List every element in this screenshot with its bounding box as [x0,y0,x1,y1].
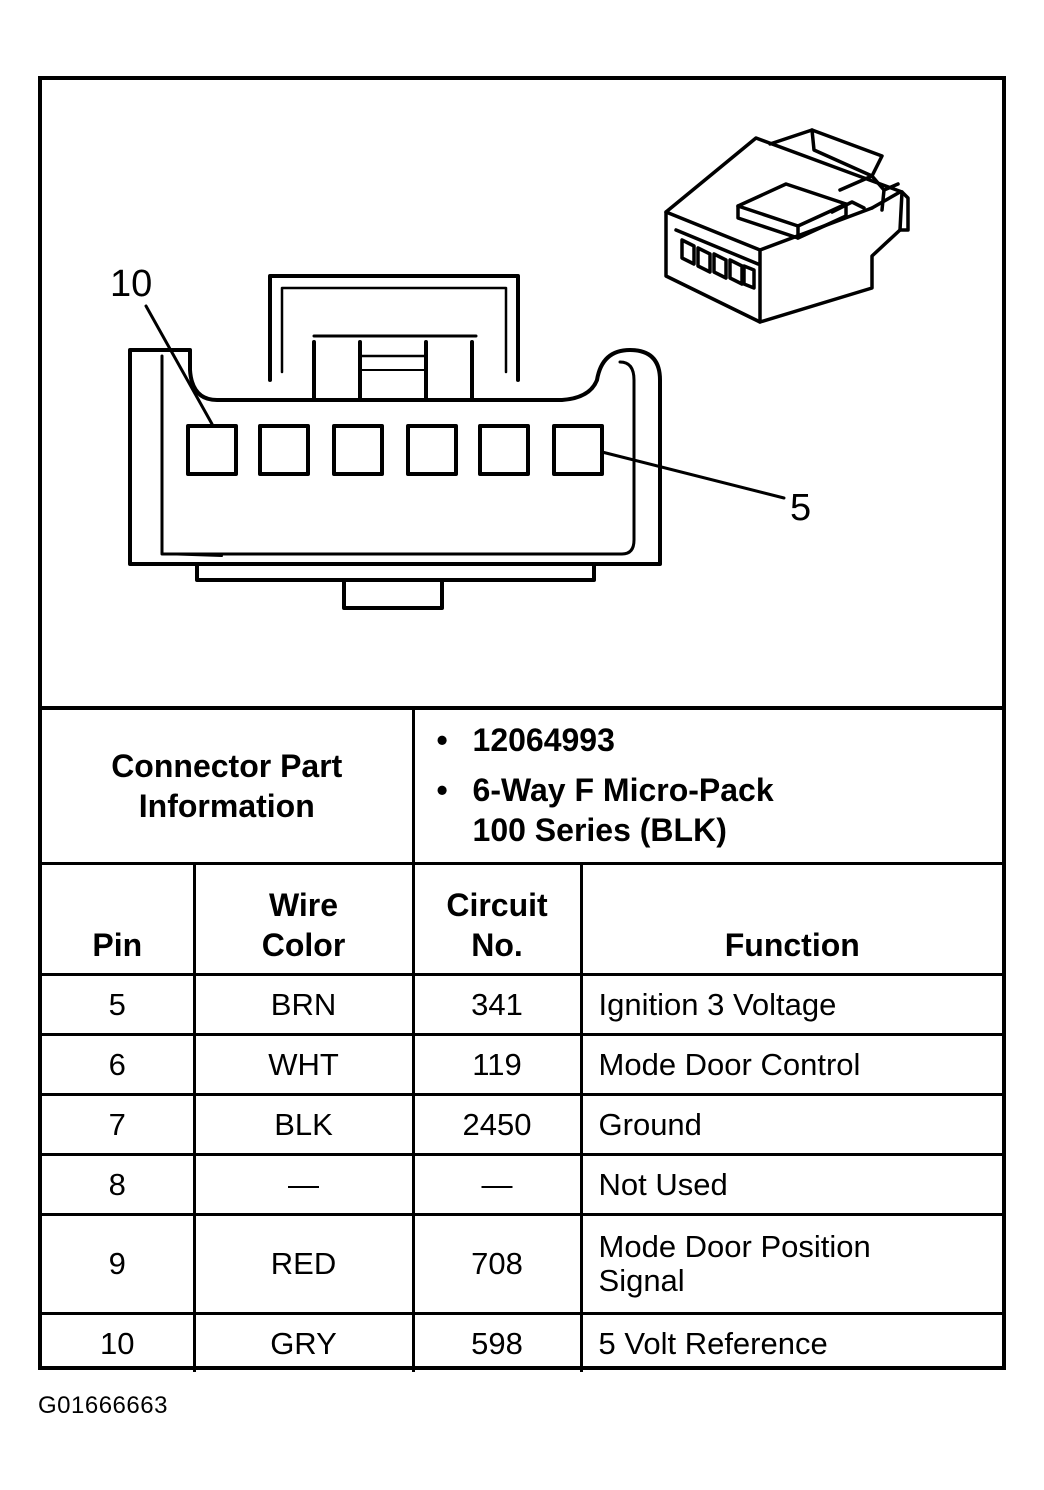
function-text: Not Used [598,1166,728,1202]
function-text: Ground [598,1106,702,1142]
cell-circuit-no: 598 [411,1312,583,1372]
cell-pin: 7 [42,1093,196,1156]
cell-wire-color: BRN [192,973,415,1036]
cell-wire-color: WHT [192,1033,415,1096]
pin-table-header: Pin Wire Color Circuit No. Function [42,862,1003,976]
cell-circuit-no: 341 [411,973,583,1036]
cell-circuit-no: 708 [411,1213,583,1315]
cell-wire-color: BLK [192,1093,415,1156]
cell-wire-color: GRY [192,1312,415,1372]
cell-wire-color: — [192,1153,415,1216]
connector-info-item: 6-Way F Micro-Pack 100 Series (BLK) [437,770,1003,850]
pin-label-left: 10 [110,263,152,305]
cell-function: Ignition 3 Voltage [579,973,1003,1036]
cell-pin: 8 [42,1153,196,1216]
table-row: 6 WHT 119 Mode Door Control [42,1033,1003,1096]
figure-code: G01666663 [38,1392,168,1419]
table-row: 9 RED 708 Mode Door Position Signal [42,1213,1003,1315]
connector-face-drawing: 10 5 [110,128,910,610]
cell-function: Ground [579,1093,1003,1156]
cell-pin: 10 [42,1312,196,1372]
table-row: 7 BLK 2450 Ground [42,1093,1003,1156]
cell-function: 5 Volt Reference [579,1312,1003,1372]
cell-function: Mode Door Position Signal [579,1213,1003,1315]
cell-wire-color: RED [192,1213,415,1315]
table-row: 10 GRY 598 5 Volt Reference [42,1312,1003,1372]
diagram-frame: 10 5 Connector Part Information 12064993… [38,76,1006,1372]
connector-info-label: Connector Part Information [111,748,343,824]
connector-info-list: 12064993 6-Way F Micro-Pack 100 Series (… [415,720,1003,850]
header-wire-color: Wire Color [192,862,415,976]
connector-info-row: Connector Part Information 12064993 6-Wa… [42,706,1003,865]
connector-description: 6-Way F Micro-Pack 100 Series (BLK) [472,772,774,848]
cell-pin: 5 [42,973,196,1036]
function-text: Mode Door Position Signal [598,1229,871,1298]
connector-info-value-cell: 12064993 6-Way F Micro-Pack 100 Series (… [411,706,1003,865]
cell-function: Not Used [579,1153,1003,1216]
pin-label-right: 5 [790,487,811,529]
connector-info-item: 12064993 [437,720,1003,760]
connector-info-label-cell: Connector Part Information [42,706,415,865]
part-number: 12064993 [472,722,615,758]
table-row: 5 BRN 341 Ignition 3 Voltage [42,973,1003,1036]
function-text: Ignition 3 Voltage [598,986,837,1022]
header-circuit-no: Circuit No. [411,862,583,976]
cell-circuit-no: 2450 [411,1093,583,1156]
connector-diagram: 10 5 [42,80,1002,706]
function-text: Mode Door Control [598,1046,861,1082]
header-pin: Pin [42,862,196,976]
header-function: Function [579,862,1003,976]
cell-circuit-no: 119 [411,1033,583,1096]
cell-pin: 6 [42,1033,196,1096]
table-row: 8 — — Not Used [42,1153,1003,1216]
function-text: 5 Volt Reference [598,1325,828,1361]
cell-pin: 9 [42,1213,196,1315]
cell-circuit-no: — [411,1153,583,1216]
cell-function: Mode Door Control [579,1033,1003,1096]
connector-pin-table: Connector Part Information 12064993 6-Wa… [42,706,1003,1372]
